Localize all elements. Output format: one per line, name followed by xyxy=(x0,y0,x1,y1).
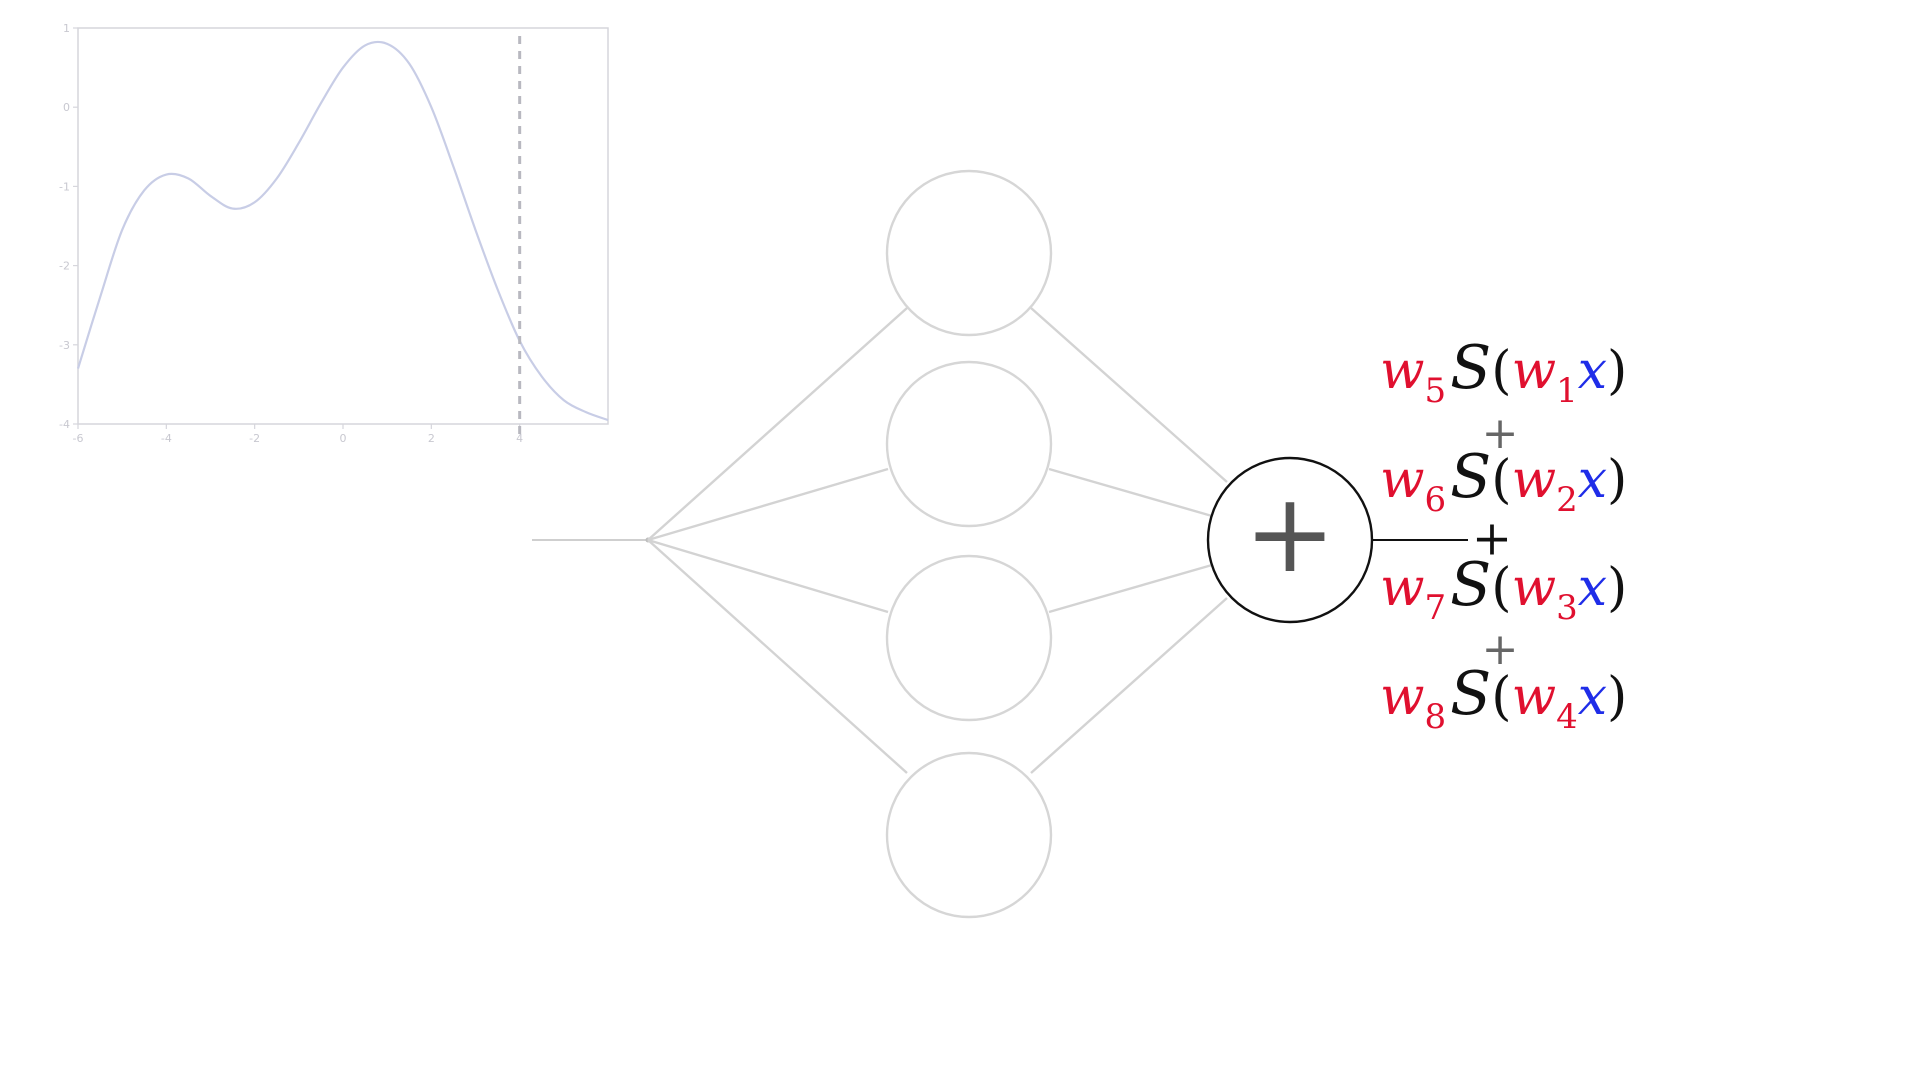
output-weight: w xyxy=(1380,558,1425,618)
formula-term-3: w7S(w3x) xyxy=(1380,550,1627,628)
sigmoid-function: S xyxy=(1450,333,1491,403)
term-separator-1: + xyxy=(1482,408,1519,459)
output-weight: w xyxy=(1380,667,1425,727)
y-tick-label: 0 xyxy=(63,101,70,114)
open-paren: ( xyxy=(1491,558,1511,618)
input-weight-index: 3 xyxy=(1556,588,1578,628)
term-expression: w5S(w1x) xyxy=(1380,333,1627,411)
close-paren: ) xyxy=(1607,341,1627,401)
y-tick-label: 1 xyxy=(63,22,70,35)
term-expression: w7S(w3x) xyxy=(1380,550,1627,628)
output-sum-plus: + xyxy=(1472,511,1512,567)
y-tick-label: -4 xyxy=(59,418,70,431)
output-weight: w xyxy=(1380,450,1425,510)
hidden-neuron-4 xyxy=(885,751,1053,919)
x-tick-label: -4 xyxy=(161,432,172,445)
neural-network-diagram: + + xyxy=(532,169,1512,919)
hidden-neuron-1 xyxy=(885,169,1053,337)
x-axis-ticks: -6 -4 -2 0 2 4 xyxy=(73,424,523,445)
input-weight: w xyxy=(1512,450,1557,510)
close-paren: ) xyxy=(1607,558,1627,618)
output-weight-index: 5 xyxy=(1425,371,1447,411)
output-weight-index: 8 xyxy=(1425,697,1447,737)
formula-term-1: w5S(w1x) xyxy=(1380,333,1627,411)
plot-frame xyxy=(77,27,609,425)
edge-hidden-output-2 xyxy=(1048,467,1213,518)
function-curve xyxy=(76,40,609,422)
x-tick-label: 2 xyxy=(428,432,435,445)
input-variable: x xyxy=(1578,341,1607,401)
edge-input-hidden-2 xyxy=(647,467,889,542)
input-weight: w xyxy=(1512,558,1557,618)
y-tick-label: -3 xyxy=(59,339,70,352)
x-tick-label: 4 xyxy=(516,432,523,445)
close-paren: ) xyxy=(1607,450,1627,510)
sigmoid-function: S xyxy=(1450,659,1491,729)
x-tick-label: -2 xyxy=(249,432,260,445)
input-weight-index: 4 xyxy=(1556,697,1578,737)
close-paren: ) xyxy=(1607,667,1627,727)
input-weight-index: 1 xyxy=(1556,371,1578,411)
y-tick-label: -1 xyxy=(59,180,70,193)
term-expression: w6S(w2x) xyxy=(1380,442,1627,520)
input-variable: x xyxy=(1578,558,1607,618)
y-tick-label: -2 xyxy=(59,260,70,273)
open-paren: ( xyxy=(1491,341,1511,401)
formula-term-4: w8S(w4x) xyxy=(1380,659,1627,737)
input-weight-index: 2 xyxy=(1556,480,1578,520)
output-formula: w5S(w1x) + w6S(w2x) w7S(w3x) + w8S(w4x) xyxy=(1380,333,1627,737)
output-weight-index: 6 xyxy=(1425,480,1447,520)
input-variable: x xyxy=(1578,667,1607,727)
open-paren: ( xyxy=(1491,450,1511,510)
output-neuron-plus-icon: + xyxy=(1244,469,1336,597)
sigmoid-function: S xyxy=(1450,442,1491,512)
output-weight: w xyxy=(1380,341,1425,401)
edge-hidden-output-4 xyxy=(1030,597,1228,774)
term-expression: w8S(w4x) xyxy=(1380,659,1627,737)
x-tick-label: 0 xyxy=(340,432,347,445)
edge-hidden-output-3 xyxy=(1048,563,1213,614)
hidden-neuron-2 xyxy=(885,360,1053,528)
sigmoid-function: S xyxy=(1450,550,1491,620)
edge-input-hidden-4 xyxy=(647,539,908,774)
input-variable: x xyxy=(1578,450,1607,510)
edge-hidden-output-1 xyxy=(1030,307,1228,483)
output-weight-index: 7 xyxy=(1425,588,1447,628)
term-separator-3: + xyxy=(1482,624,1519,675)
y-axis-ticks: 1 0 -1 -2 -3 -4 xyxy=(59,22,78,431)
input-weight: w xyxy=(1512,667,1557,727)
edge-input-hidden-1 xyxy=(647,307,908,541)
x-tick-label: -6 xyxy=(73,432,84,445)
open-paren: ( xyxy=(1491,667,1511,727)
formula-term-2: w6S(w2x) xyxy=(1380,442,1627,520)
hidden-neuron-3 xyxy=(885,554,1053,722)
input-weight: w xyxy=(1512,341,1557,401)
edge-input-hidden-3 xyxy=(647,538,889,614)
